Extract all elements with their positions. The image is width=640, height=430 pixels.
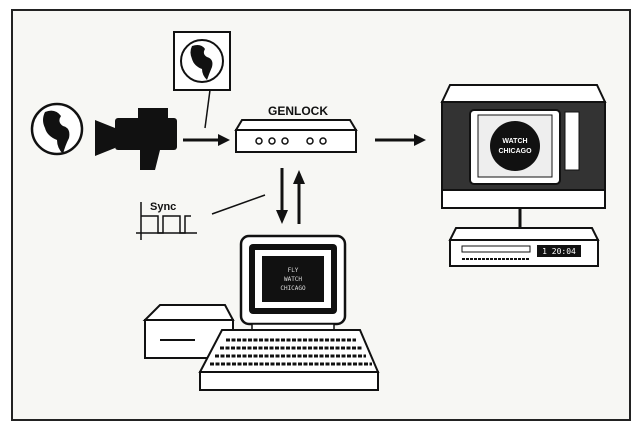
vcr: 1 20:04 <box>448 227 600 267</box>
sync-waveform <box>136 194 266 240</box>
keyboard <box>198 329 380 391</box>
video-camera-icon <box>95 108 177 170</box>
television: WATCH CHICAGO <box>440 84 607 228</box>
tv-screen-line-2: CHICAGO <box>498 148 532 155</box>
genlock-device <box>234 119 358 153</box>
vcr-display: 1 20:04 <box>542 247 576 256</box>
genlock-label: GENLOCK <box>268 104 328 118</box>
tv-screen-line-1: WATCH <box>502 138 527 145</box>
computer-monitor: FLY WATCH CHICAGO <box>239 234 347 331</box>
computer-screen-line-1: FLY <box>288 267 299 274</box>
sync-label: Sync <box>150 201 176 213</box>
computer-screen-line-3: CHICAGO <box>280 285 306 292</box>
camera-view-globe <box>173 31 231 129</box>
computer-screen-line-2: WATCH <box>284 276 302 283</box>
signal-arrows <box>183 134 426 224</box>
globe-icon <box>30 102 84 156</box>
